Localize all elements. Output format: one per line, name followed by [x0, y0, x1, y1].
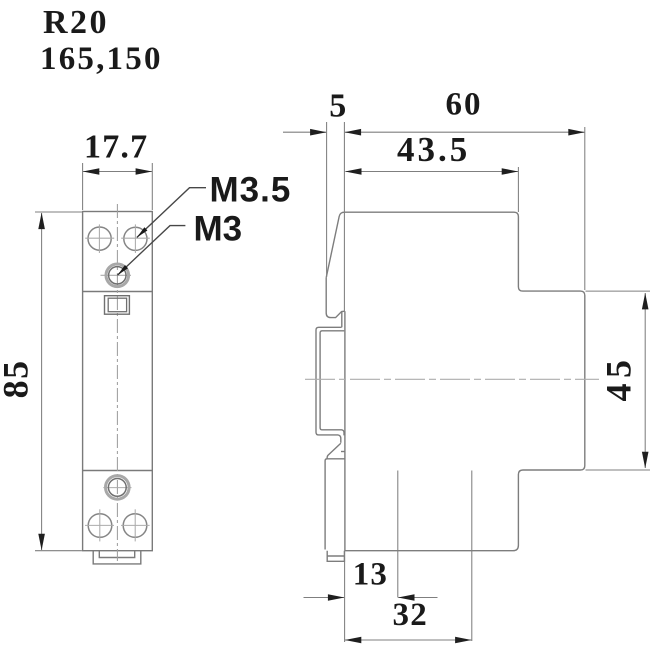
svg-text:85: 85	[0, 359, 36, 398]
svg-text:5: 5	[329, 88, 346, 125]
svg-text:60: 60	[446, 87, 483, 123]
svg-text:165,150: 165,150	[40, 41, 163, 77]
svg-text:32: 32	[393, 597, 428, 633]
svg-text:M3.5: M3.5	[210, 171, 292, 210]
svg-text:R20: R20	[43, 4, 109, 41]
svg-text:13: 13	[353, 557, 388, 593]
svg-text:43.5: 43.5	[397, 130, 470, 169]
svg-text:M3: M3	[194, 209, 243, 248]
svg-text:17.7: 17.7	[84, 129, 148, 166]
svg-text:45: 45	[599, 355, 639, 402]
